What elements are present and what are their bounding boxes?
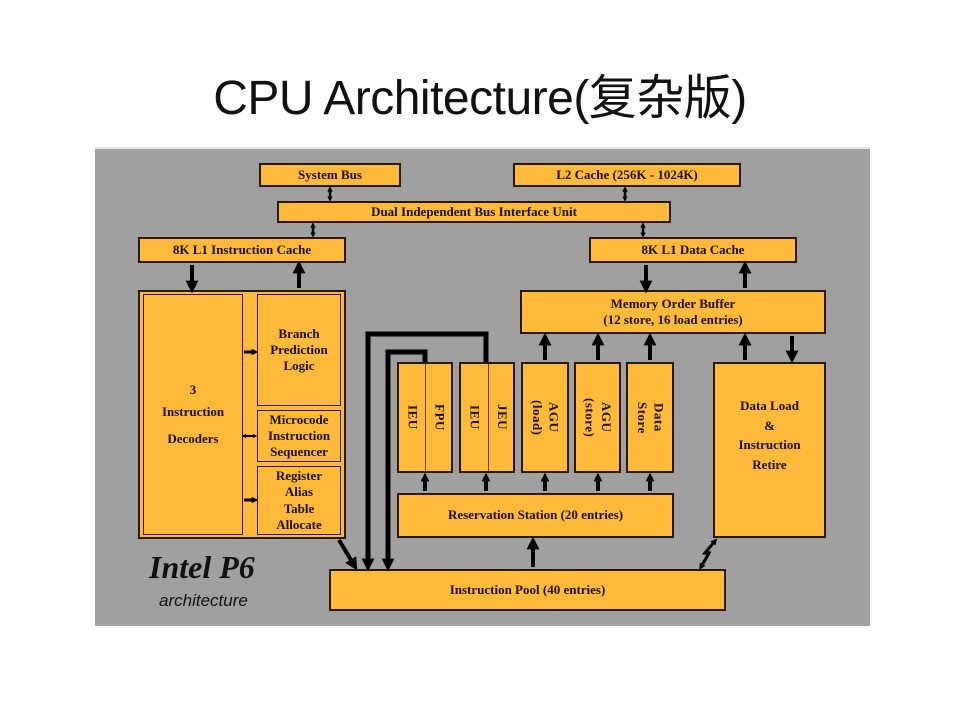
agu-store-label: AGU (store) <box>581 398 614 437</box>
retire-line: Retire <box>752 456 787 472</box>
instruction-pool-label: Instruction Pool (40 entries) <box>449 581 606 597</box>
l1-instruction-cache-block: 8K L1 Instruction Cache <box>138 237 346 263</box>
agu-load-block: AGU (load) <box>521 362 569 473</box>
mob-line: Memory Order Buffer <box>610 295 736 311</box>
register-alias-table-block: Register Alias Table Allocate <box>257 466 341 535</box>
retire-line: & <box>764 417 775 433</box>
agu-load-line: (load) <box>530 399 545 436</box>
rat-line: Alias <box>284 484 314 500</box>
slide-title: CPU Architecture(复杂版) <box>213 72 747 125</box>
decoders-line: Decoders <box>167 430 219 446</box>
l1-data-cache-block: 8K L1 Data Cache <box>589 237 797 263</box>
l1-instruction-cache-label: 8K L1 Instruction Cache <box>172 241 312 257</box>
rat-line: Register <box>275 468 323 483</box>
reservation-station-block: Reservation Station (20 entries) <box>397 493 674 538</box>
arrow-frontend-to-pool <box>337 538 358 571</box>
instruction-pool-block: Instruction Pool (40 entries) <box>329 569 726 611</box>
microcode-line: Sequencer <box>270 444 328 460</box>
microcode-sequencer-label: Microcode Instruction Sequencer <box>268 412 330 461</box>
system-bus-block: System Bus <box>259 163 401 187</box>
agu-load-label: AGU (load) <box>529 399 562 436</box>
rat-line: Table <box>283 500 315 516</box>
fpu-label: FPU <box>432 404 448 431</box>
memory-order-buffer-block: Memory Order Buffer (12 store, 16 load e… <box>520 290 826 334</box>
system-bus-label: System Bus <box>298 166 362 182</box>
l1-data-cache-label: 8K L1 Data Cache <box>641 241 745 257</box>
ieu-jeu-block: IEU JEU <box>459 362 515 473</box>
branch-line: Branch <box>278 325 320 341</box>
instruction-decoders-label: 3 Instruction Decoders <box>162 382 224 447</box>
architecture-caption: architecture <box>159 591 248 610</box>
memory-order-buffer-label: Memory Order Buffer (12 store, 16 load e… <box>603 296 742 329</box>
ieu-fpu-block: IEU FPU <box>397 362 453 473</box>
branch-line: Prediction <box>270 341 328 357</box>
arrow-retire-pool <box>699 538 718 570</box>
microcode-line: Instruction <box>267 427 331 443</box>
data-store-label: Data Store <box>634 401 667 434</box>
branch-prediction-block: Branch Prediction Logic <box>257 294 341 406</box>
data-load-retire-block: Data Load & Instruction Retire <box>713 362 826 538</box>
microcode-sequencer-block: Microcode Instruction Sequencer <box>257 410 341 462</box>
l2-cache-block: L2 Cache (256K - 1024K) <box>513 163 741 187</box>
jeu-label: JEU <box>495 404 511 431</box>
retire-line: Data Load <box>740 398 799 413</box>
mob-line: (12 store, 16 load entries) <box>603 312 743 327</box>
agu-load-line: AGU <box>546 402 562 433</box>
l2-cache-label: L2 Cache (256K - 1024K) <box>556 166 698 182</box>
decoders-line: 3 <box>189 382 197 398</box>
branch-prediction-label: Branch Prediction Logic <box>270 326 328 375</box>
agu-store-line: (store) <box>582 397 598 438</box>
data-store-block: Data Store <box>626 362 674 473</box>
ieu-2-label: IEU <box>467 405 483 430</box>
data-store-line: Data <box>651 403 667 432</box>
retire-line: Instruction <box>738 437 801 452</box>
ieu-1-label: IEU <box>405 405 421 430</box>
agu-store-line: AGU <box>598 402 614 433</box>
data-store-line: Store <box>635 401 650 434</box>
intel-p6-diagram: System Bus L2 Cache (256K - 1024K) Dual … <box>95 147 870 626</box>
reservation-station-label: Reservation Station (20 entries) <box>447 507 624 523</box>
intel-p6-logo: Intel P6 <box>149 549 255 585</box>
rat-line: Allocate <box>276 516 322 532</box>
microcode-line: Microcode <box>269 411 329 427</box>
instruction-decoders-block: 3 Instruction Decoders <box>143 294 243 535</box>
bus-interface-unit-label: Dual Independent Bus Interface Unit <box>371 203 577 219</box>
bus-interface-unit-block: Dual Independent Bus Interface Unit <box>277 201 671 223</box>
data-load-retire-label: Data Load & Instruction Retire <box>738 396 800 474</box>
branch-line: Logic <box>283 358 315 374</box>
agu-store-block: AGU (store) <box>574 362 621 473</box>
register-alias-table-label: Register Alias Table Allocate <box>276 468 322 533</box>
decoders-line: Instruction <box>161 404 225 420</box>
